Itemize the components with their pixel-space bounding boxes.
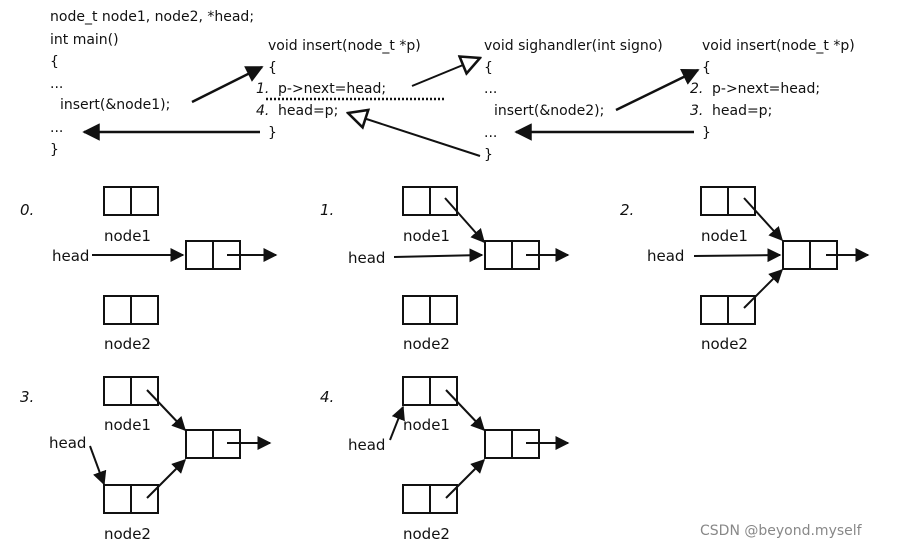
main-code-line-3: { [50, 54, 59, 70]
main-code-line-4: ... [50, 76, 64, 92]
step-4-head-arrow [389, 405, 405, 441]
flow-arrow-sighandler-return [348, 113, 481, 157]
step-1-node1-box [402, 186, 458, 216]
flow-arrow-main-to-insert1 [191, 65, 264, 104]
step-2-number: 2. [620, 201, 635, 219]
step-2-node1-box [700, 186, 756, 216]
step-3-number: 3. [20, 388, 35, 406]
step-3-head-arrow [89, 445, 107, 486]
step-2-node1-label: node1 [701, 227, 748, 245]
step-4-node1-label: node1 [403, 416, 450, 434]
step-4-node2-label: node2 [403, 525, 450, 543]
csdn-watermark: CSDN @beyond.myself [700, 523, 862, 539]
step-2-node2-label: node2 [701, 335, 748, 353]
insert2-step3-number: 3. [690, 103, 704, 119]
sighandler-signature: void sighandler(int signo) [484, 38, 663, 54]
insert2-step3-code: head=p; [712, 103, 773, 119]
main-code-line-1: node_t node1, node2, *head; [50, 9, 255, 25]
step-3-node1-label: node1 [104, 416, 151, 434]
step-2-head-arrow [693, 248, 782, 263]
step-3-node1-box [103, 376, 159, 406]
sighandler-dots-2: ... [484, 125, 498, 141]
step-4-head-label: head [348, 436, 386, 454]
step-1-node1-label: node1 [403, 227, 450, 245]
step-1-node2-box [402, 295, 458, 325]
insert1-step1-code: p->next=head; [278, 81, 387, 97]
step-4-node2-box [402, 484, 458, 514]
step-0-number: 0. [20, 201, 35, 219]
insert2-close-brace: } [702, 125, 711, 141]
sighandler-open-brace: { [484, 60, 493, 76]
flow-arrow-sighandler-to-insert2 [615, 68, 700, 112]
insert2-open-brace: { [702, 60, 711, 76]
insert2-signature: void insert(node_t *p) [702, 38, 855, 54]
insert1-signature: void insert(node_t *p) [268, 38, 421, 54]
insert1-step4-code: head=p; [278, 103, 339, 119]
main-code-line-7: } [50, 142, 59, 158]
step-4-list-node-box [484, 429, 540, 459]
step-3-node2-box [103, 484, 159, 514]
step-3-head-label: head [49, 434, 87, 452]
step-4-number: 4. [320, 388, 335, 406]
step-3-node1-next-arrow [146, 389, 186, 432]
flow-arrow-interrupt [411, 58, 480, 87]
insert1-open-brace: { [268, 60, 277, 76]
step-1-node2-label: node2 [403, 335, 450, 353]
insert2-step2-code: p->next=head; [712, 81, 821, 97]
step-3-list-node-box [185, 429, 241, 459]
insert1-step1-number: 1. [256, 81, 270, 97]
step-1-head-arrow [393, 248, 484, 263]
step-3-node2-label: node2 [104, 525, 151, 543]
step-4-node1-next-arrow [445, 389, 485, 432]
step-0-node2-box [103, 295, 159, 325]
step-1-head-label: head [348, 249, 386, 267]
step-0-head-label: head [52, 247, 90, 265]
step-0-list-node-box [185, 240, 241, 270]
insert1-close-brace: } [268, 125, 277, 141]
step-1-node1-next-arrow [444, 197, 485, 244]
main-code-line-2: int main() [50, 32, 119, 48]
sighandler-dots-1: ... [484, 81, 498, 97]
sighandler-call: insert(&node2); [494, 103, 605, 119]
main-code-line-6: ... [50, 120, 64, 136]
step-4-node1-box [402, 376, 458, 406]
step-3-node2-next-arrow [146, 459, 186, 499]
step-2-node1-next-arrow [743, 197, 783, 242]
step-1-number: 1. [320, 201, 335, 219]
step-2-node2-next-arrow [743, 269, 783, 309]
step-4-node2-next-arrow [445, 459, 485, 499]
step-0-node2-label: node2 [104, 335, 151, 353]
insert2-step2-number: 2. [690, 81, 704, 97]
insert1-step4-number: 4. [256, 103, 270, 119]
step-0-node1-box [103, 186, 159, 216]
main-code-line-5: insert(&node1); [60, 97, 171, 113]
sighandler-close-brace: } [484, 147, 493, 163]
step-2-head-label: head [647, 247, 685, 265]
step-0-node1-label: node1 [104, 227, 151, 245]
